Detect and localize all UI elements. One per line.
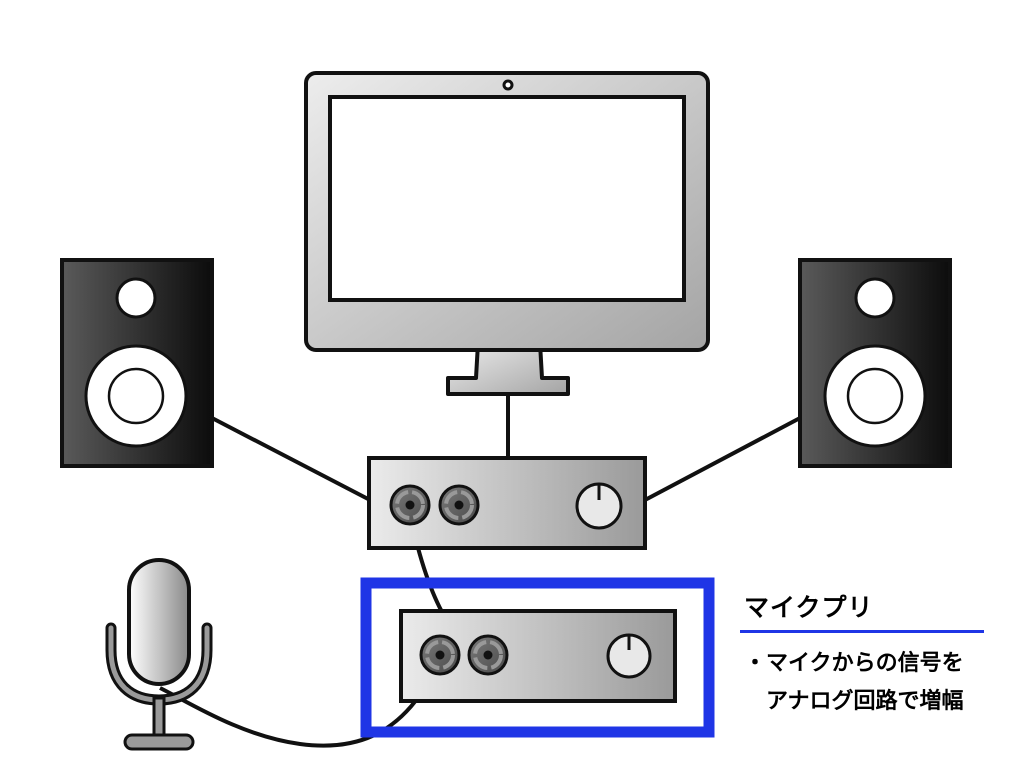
knob-icon [606, 633, 652, 679]
callout-description: ・マイクからの信号を アナログ回路で増幅 [744, 645, 964, 721]
callout-underline [740, 630, 984, 633]
left-speaker-cable [211, 416, 371, 502]
description-line-2: アナログ回路で増幅 [766, 689, 964, 714]
callout-title: マイクプリ [744, 593, 874, 622]
description-line-1: マイクからの信号を [766, 651, 964, 676]
knob-icon [575, 482, 623, 530]
xlr-jack-icon [467, 634, 509, 676]
right-speaker-cable [644, 416, 801, 502]
mic-preamp-icon [399, 609, 677, 703]
microphone-icon [105, 558, 213, 751]
tweeter-icon [854, 277, 896, 319]
xlr-jack-icon [389, 484, 431, 526]
monitor-icon [304, 71, 710, 396]
preamp-highlight-box [360, 577, 715, 738]
right-speaker [798, 258, 952, 468]
bullet: ・ [744, 651, 767, 676]
webcam-icon [502, 79, 514, 91]
xlr-jack-icon [438, 484, 480, 526]
xlr-jack-icon [419, 634, 461, 676]
left-speaker [60, 258, 214, 468]
audio-interface-icon [367, 456, 647, 550]
tweeter-icon [115, 277, 157, 319]
